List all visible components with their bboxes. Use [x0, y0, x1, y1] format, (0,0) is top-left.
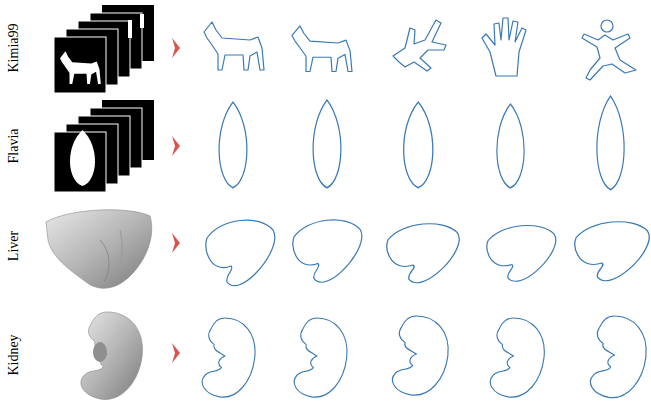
row-label: Liver	[6, 231, 22, 261]
row-label: Flavia	[6, 129, 22, 164]
arrow-symbol	[172, 38, 180, 363]
contours	[219, 96, 624, 190]
row-label: Kidney	[6, 334, 22, 375]
input-images	[54, 100, 154, 192]
kidney-render	[81, 312, 143, 399]
contours	[204, 18, 636, 80]
contours	[202, 316, 646, 398]
liver-render	[46, 210, 152, 289]
input-images	[54, 5, 154, 93]
contours	[206, 220, 650, 286]
row-label: Kimia99	[6, 24, 22, 73]
